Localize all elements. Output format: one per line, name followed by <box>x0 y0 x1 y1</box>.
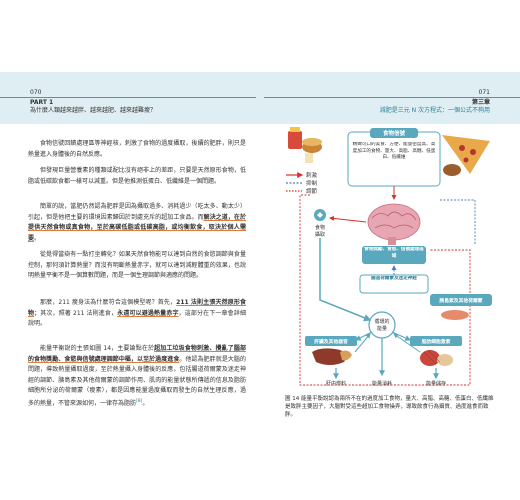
paragraph-text: ；其次，照著 211 法則進食， <box>34 309 118 317</box>
right-page-number: 071 <box>478 89 490 96</box>
arrow-to-adipose <box>391 331 412 341</box>
gut-label: 腸道荷爾蒙及迷走神經 <box>371 276 417 281</box>
arrow-adipose-to-circulating <box>393 333 421 353</box>
circulating-label-1: 循環的 <box>374 318 389 325</box>
food-signal-text: 精緻可口的美食、方便、能量密度高、高度加工的食物、量大、高脂、高糖、低蛋白、低纖… <box>352 142 436 160</box>
brain-label: 食物獎勵、食慾、信號處理區域 <box>364 247 424 259</box>
food-intake-label-2: 攝取 <box>315 231 325 238</box>
fast-food-illustration <box>288 127 322 163</box>
footnote-ref[interactable]: [8] <box>136 398 143 404</box>
brain-label-box <box>362 246 426 264</box>
pizza-illustration <box>442 135 490 176</box>
pancreas-label: 胰島素及其他荷爾蒙 <box>439 297 482 304</box>
brain-illustration <box>367 203 421 245</box>
paragraph-2: 但發現巨量營養素的種類或配比沒有絕非上的差距，只要是天然原形食物，低脂或低碳飲食… <box>28 166 246 187</box>
right-chapter-label: 第三章 <box>471 99 490 106</box>
left-running-title: 為什麼人類越來越胖、越來越肥、越來越難瘦？ <box>30 107 157 114</box>
adipose-label-box <box>410 336 462 346</box>
inhibit-loop <box>440 199 476 245</box>
arrow-intake-to-circulating <box>319 238 372 322</box>
liver-label: 肝臟及其他器官 <box>314 338 348 345</box>
left-part-label: PART 1 <box>30 99 54 106</box>
figure-caption: 圖 14 能量平衡說認為兩所不在的過度加工食物，量大、高脂、高糖、低蛋白、低纖維… <box>285 396 494 418</box>
paragraph-6: 能量平衡說的主張如圖 14，主要論點在於超加工垃圾食物刺激、攪亂了腦部的食物獎勵… <box>28 344 246 409</box>
legend: 刺激 抑制 調節 <box>286 171 318 195</box>
header-rule-left <box>0 97 256 98</box>
header-rule-right <box>264 97 520 98</box>
paragraph-text: 從覺得當辯有一點打坐轉化？如果天然食物能可以達到自然的食慾調節與食量控制，那何須… <box>28 251 246 279</box>
muscle-illustration <box>420 349 453 366</box>
paragraph-1: 食物信號回饋處理區等神經核，刺激了食物的過度攝取，後續的肥胖，則只是熱量進入身體… <box>28 139 246 160</box>
feedback-loop <box>299 194 471 386</box>
arrow-liver-to-circulating <box>354 333 371 353</box>
header-band <box>0 72 520 124</box>
circulating-energy-circle <box>368 311 396 339</box>
right-running-title: 減肥是三元 N 次方程式：一個公式不夠用 <box>379 107 490 114</box>
food-signal-title: 食物信號 <box>382 129 406 137</box>
storage-label: 能量儲存 <box>426 380 446 387</box>
paragraph-text: ，這部分在下一章會詳細說明。 <box>28 309 246 328</box>
paragraph-text: 。 <box>34 234 41 242</box>
emphasis-text: 超加工垃圾食物刺激、攪亂了腦部的食物獎勵、食慾與信號處理調節中樞，以至於過度進食 <box>28 345 246 363</box>
paragraph-text: 但發現巨量營養素的種類或配比沒有絕非上的差距，只要是天然原形食物，低脂或低碳飲食… <box>28 167 246 185</box>
paragraph-text: 食物信號回饋處理區等神經核，刺激了食物的過度攝取，後續的肥胖，則只是熱量進入身體… <box>28 140 246 158</box>
paragraph-4: 從覺得當辯有一點打坐轉化？如果天然食物能可以達到自然的食慾調節與食量控制，那何須… <box>28 250 246 282</box>
arrow-brain-to-intake <box>329 215 367 223</box>
arrow-to-liver <box>354 331 373 341</box>
emphasis-text: 解決之道，在於提供天然食物或真食物，至於高碳低脂或低碳高脂，或均衡飲食，取決於個… <box>28 213 246 242</box>
paragraph-text: 簡單的說，當肥仍然認為肥胖是因為攝取過多、消耗過少（吃太多、動太少）引起，但是他… <box>28 203 246 221</box>
brain-label-wrap: 食物獎勵、食慾、信號處理區域 <box>364 247 424 259</box>
pancreas-icon <box>441 310 469 320</box>
left-page-number: 070 <box>30 89 42 96</box>
food-intake-icon <box>314 209 326 221</box>
paragraph-text: 。 <box>142 399 149 407</box>
paragraph-text: 那麼，211 瘦身法為什麼符合這個模型呢？首先， <box>40 299 177 306</box>
legend-inhibit: 抑制 <box>306 179 318 187</box>
liver-label-box <box>305 336 357 346</box>
emphasis-text: 永遠可以避過熱量赤字 <box>117 309 179 317</box>
food-signal-title-bg <box>370 128 418 138</box>
circulating-label-2: 能量 <box>377 325 387 332</box>
legend-stimulus: 刺激 <box>306 171 318 179</box>
pancreas-label-box <box>430 294 492 306</box>
liver-illustration <box>312 348 352 365</box>
oxidation-label: 肝中燃料 <box>326 380 346 387</box>
gut-label-wrap: 腸道荷爾蒙及迷走神經 <box>371 276 417 281</box>
food-intake-label-1: 食物 <box>315 224 325 231</box>
paragraph-text: 。他認為肥胖就是大腦的問題，導致熱量攝取過度，至於熱量攝入身體後的反應，包括腸道… <box>28 355 246 407</box>
legend-regulate: 調節 <box>306 187 318 195</box>
paragraph-text: 能量平衡說的主張如圖 14，主要論點在於 <box>40 345 155 352</box>
food-signal-text-wrap: 精緻可口的美食、方便、能量密度高、高度加工的食物、量大、高脂、高糖、低蛋白、低纖… <box>352 142 436 160</box>
paragraph-3: 簡單的說，當肥仍然認為肥胖是因為攝取過多、消耗過少（吃太多、動太少）引起，但是他… <box>28 202 246 244</box>
paragraph-5: 那麼，211 瘦身法為什麼符合這個模型呢？首先，211 法則主張天然原形食物；其… <box>28 298 246 330</box>
adipose-label: 脂肪細胞激素 <box>421 338 451 345</box>
emphasis-text: 211 法則主張天然原形食物 <box>28 299 246 317</box>
energy-use-label: 能量消耗 <box>372 380 392 387</box>
